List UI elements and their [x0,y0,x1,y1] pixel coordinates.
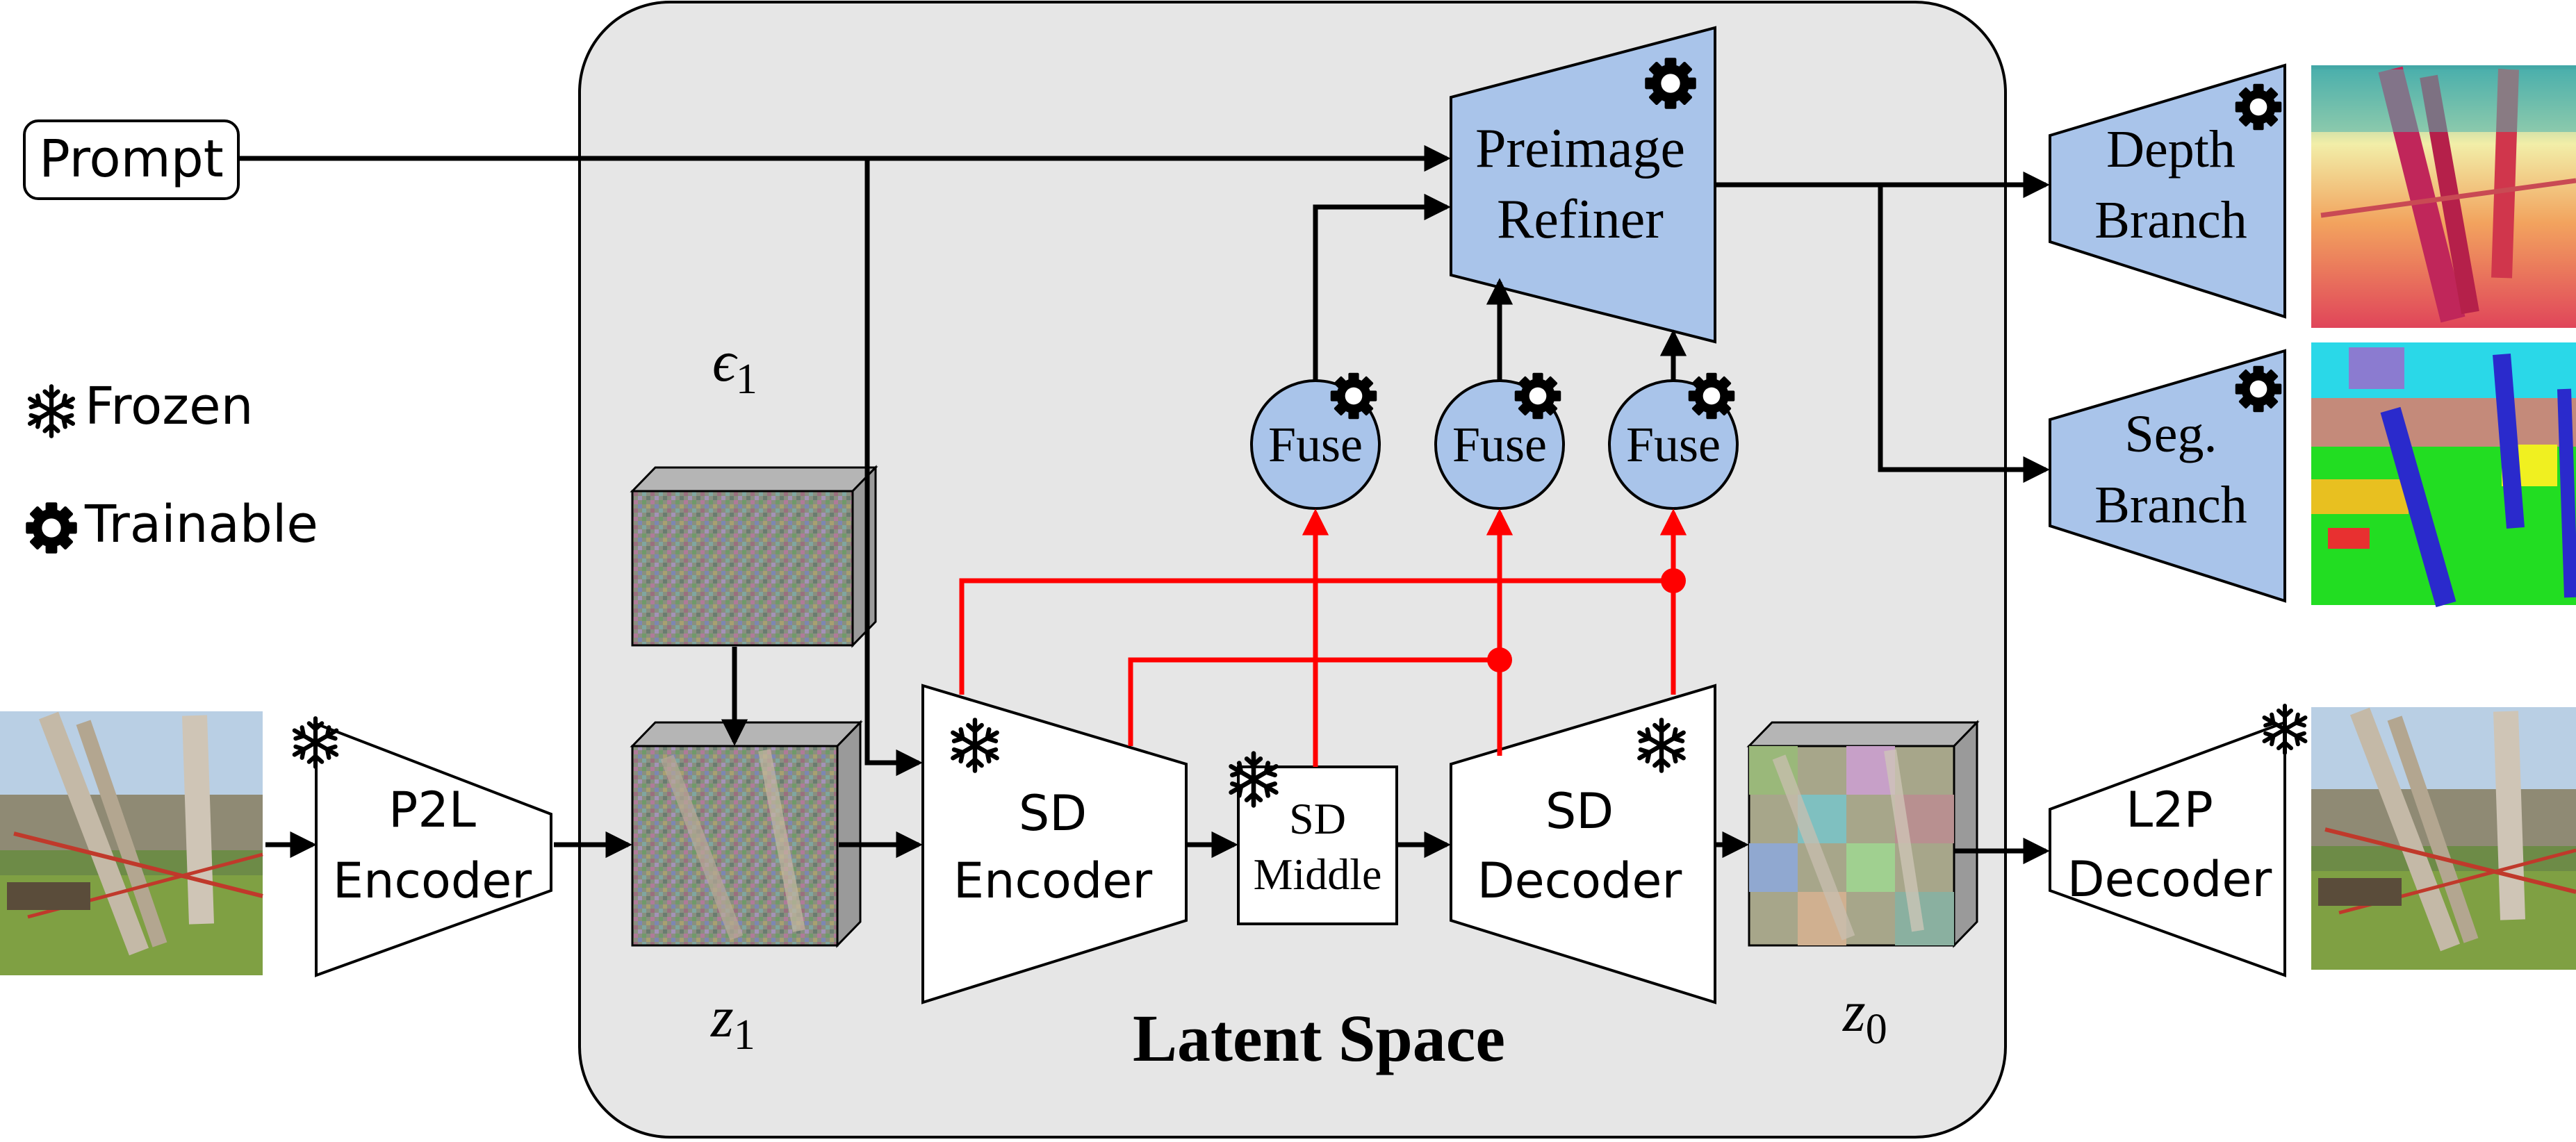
prompt-label: Prompt [39,129,223,189]
snowflake-icon [26,386,76,436]
seg-branch-line2: Branch [2094,476,2247,534]
preimage-refiner-line1: Preimage [1475,118,1685,179]
sd-encoder [921,684,1188,1004]
sd-decoder-line2: Decoder [1477,852,1682,909]
junction-dot-2 [1661,568,1686,593]
legend-trainable-label: Trainable [84,495,318,554]
fuse-label-2: Fuse [1452,417,1547,472]
input-image [0,711,263,975]
gear-icon [1645,58,1696,109]
depth-branch-line2: Branch [2094,191,2247,249]
seg-branch-line1: Seg. [2125,405,2217,463]
latent-space-title: Latent Space [1133,1001,1505,1075]
p2l-encoder-line2: Encoder [333,852,532,909]
gear-icon [1688,372,1735,420]
gear-icon [1514,372,1561,420]
sd-middle [1237,766,1398,925]
depth-branch [2049,63,2286,319]
z1-label: z1 [710,985,755,1059]
gear-icon [2235,365,2282,413]
fuse-label-1: Fuse [1268,417,1363,472]
z0-label: z0 [1842,979,1887,1053]
preimage-refiner [1450,26,1716,344]
z0-latent-cube [1746,720,1980,948]
depth-branch-line1: Depth [2106,120,2235,179]
noise-label: ϵ1 [712,329,757,403]
gear-icon [2235,83,2282,131]
junction-dot-1 [1487,647,1512,672]
preimage-refiner-line2: Refiner [1497,189,1664,250]
gear-icon [26,502,77,554]
legend: Frozen Trainable [26,376,318,554]
l2p-decoder-line2: Decoder [2067,851,2272,908]
fuse-label-3: Fuse [1626,417,1721,472]
data-flow-arrows [238,144,2050,865]
sd-decoder [1450,684,1716,1004]
p2l-encoder-line1: P2L [388,781,476,838]
sd-middle-line1: SD [1289,794,1346,843]
feature-connectors [959,508,1687,767]
sd-decoder-line1: SD [1545,783,1614,840]
sd-encoder-line2: Encoder [953,852,1152,909]
red-encoder-path-1 [959,578,1673,695]
z1-latent-cube [630,720,863,948]
noise-cube [630,465,878,648]
l2p-decoder [2049,720,2286,977]
sd-middle-line2: Middle [1254,850,1382,899]
legend-frozen-label: Frozen [85,376,254,436]
depth-output-image [2311,65,2576,328]
arrow-prompt-to-sd-encoder [864,158,923,777]
arrow-fuse1-to-refiner [1313,193,1451,381]
gear-icon [1330,372,1377,420]
p2l-encoder [315,722,552,977]
l2p-decoder-line1: L2P [2126,781,2213,838]
seg-branch [2049,349,2286,603]
red-encoder-path-2 [1128,657,1500,746]
sd-encoder-line1: SD [1019,785,1087,842]
segmentation-output-image [2311,342,2576,608]
arrow-refiner-to-seg [1878,185,2050,483]
output-image [2311,707,2576,970]
